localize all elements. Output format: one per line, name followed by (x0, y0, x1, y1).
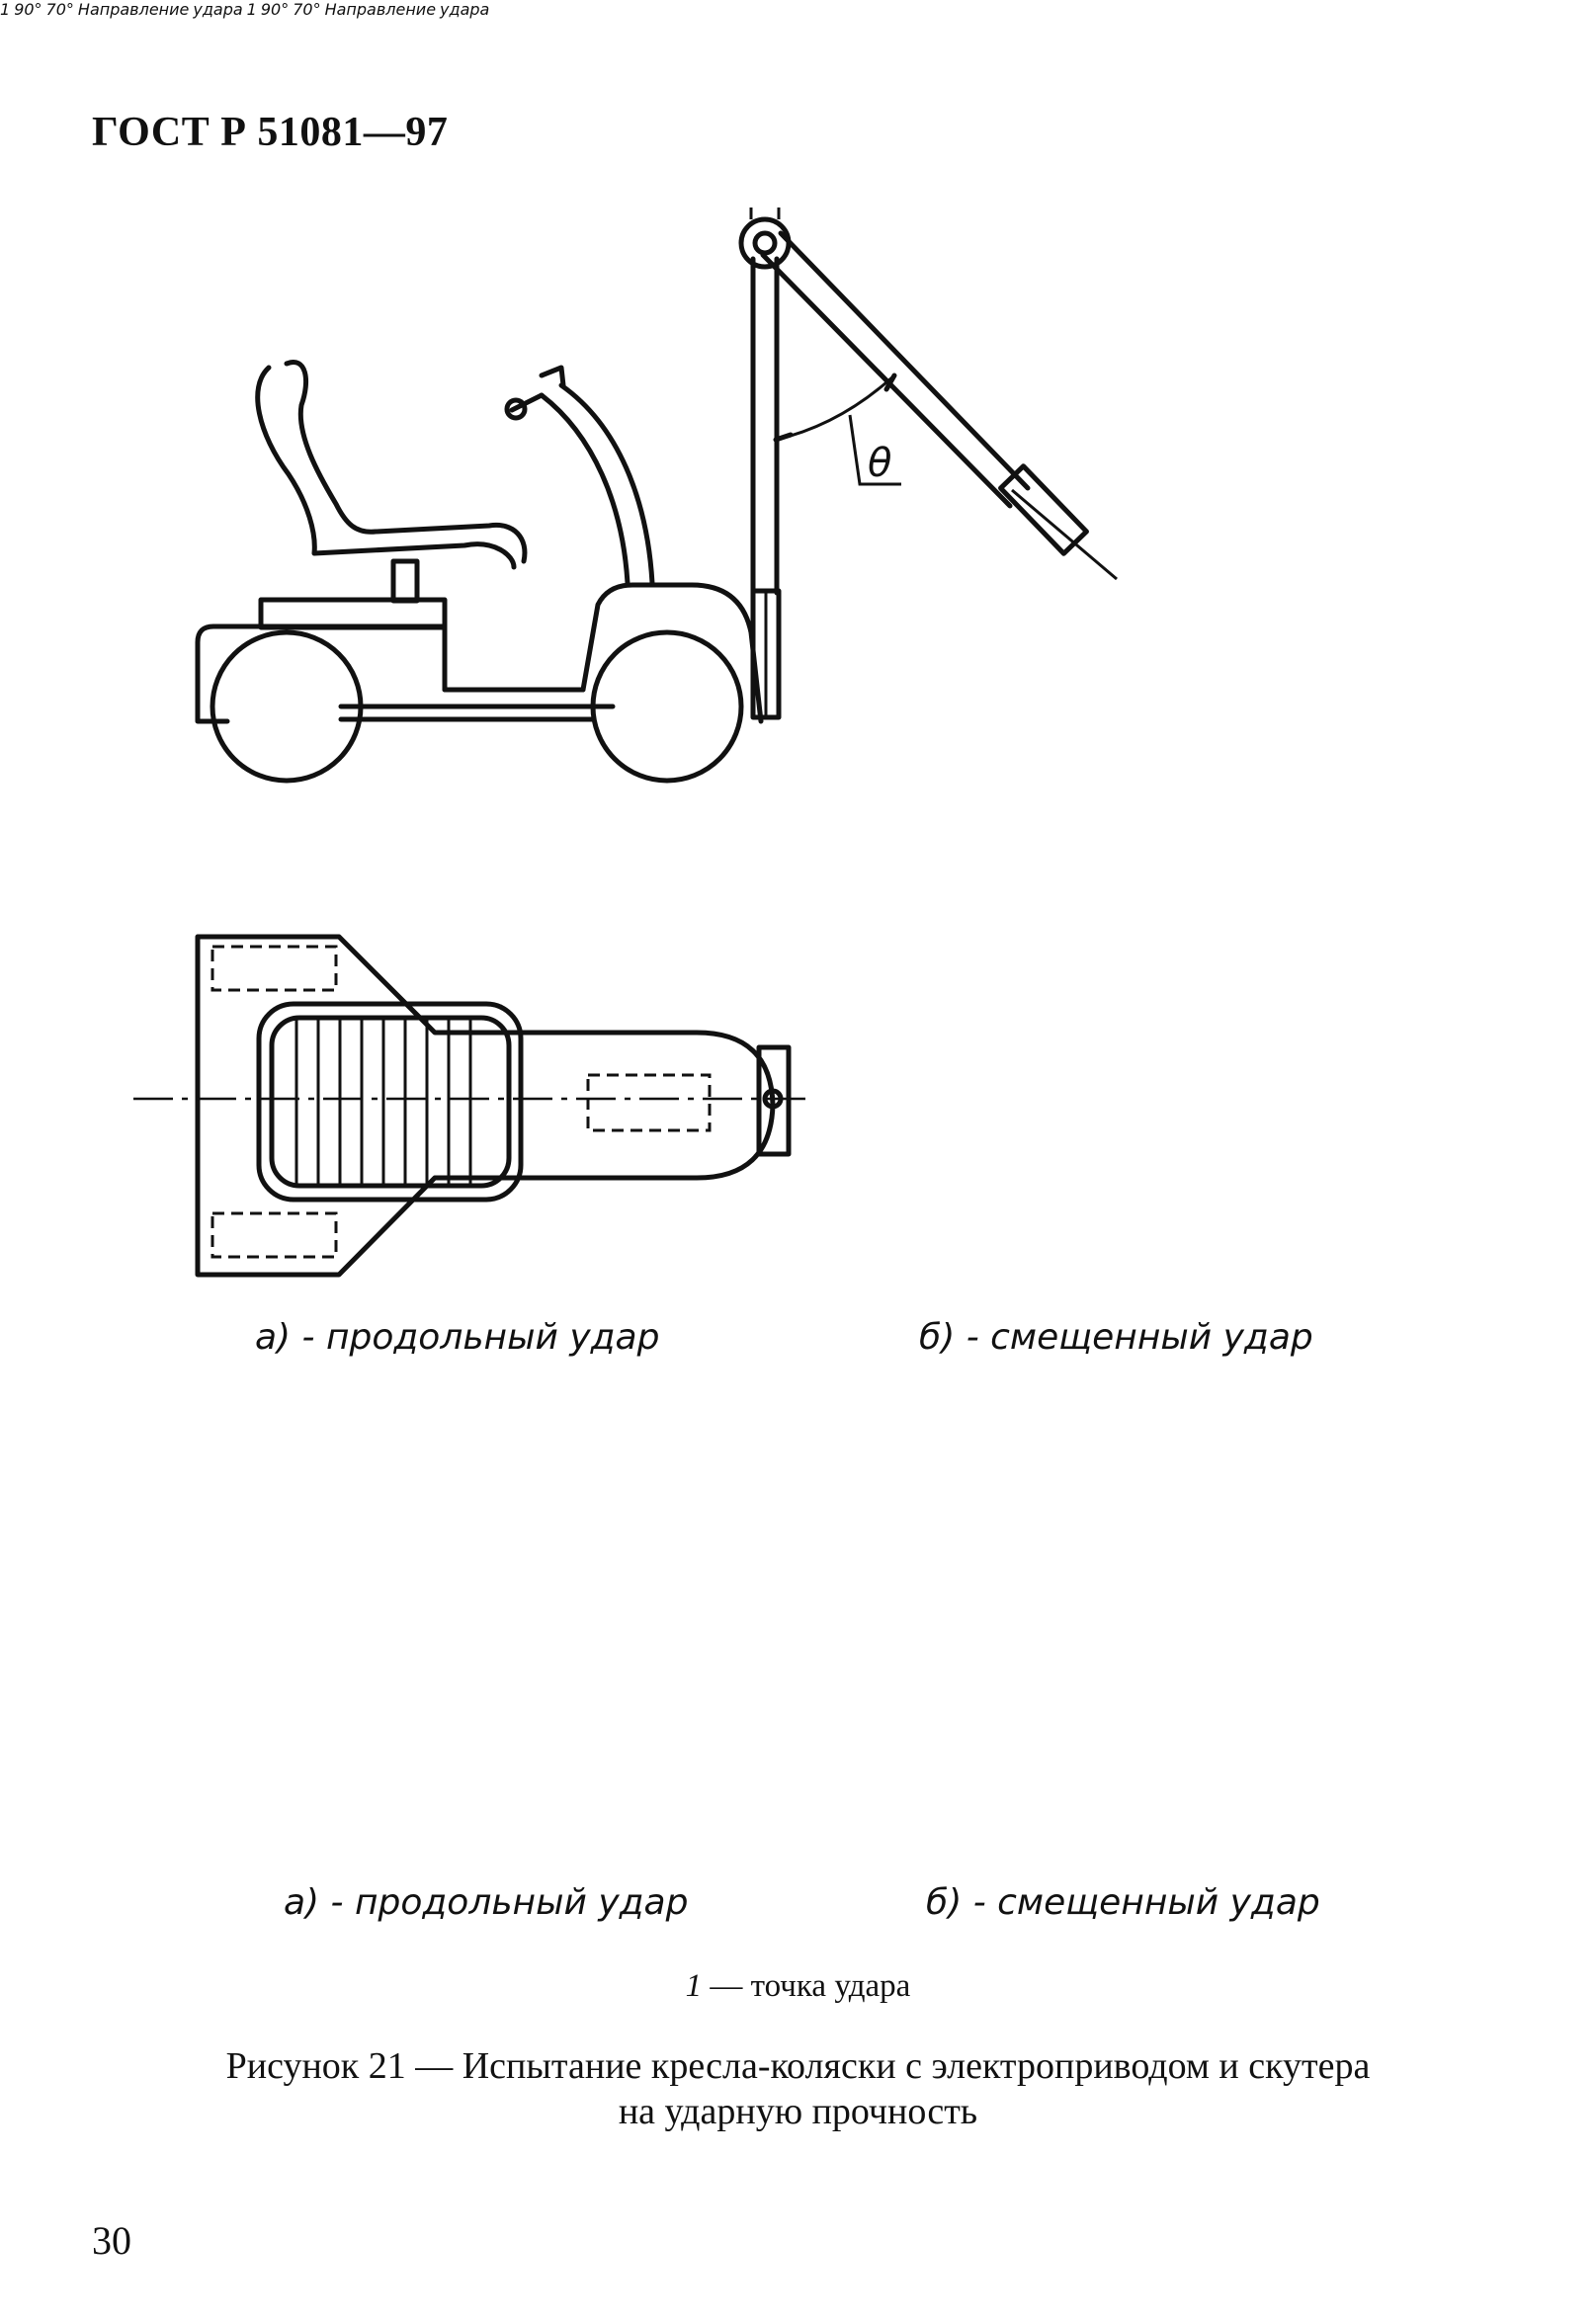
row1-angle-70-label: 70° (45, 0, 74, 19)
row2-impact-point-label: 1 (246, 0, 257, 19)
row1-angle-90-label: 90° (14, 0, 42, 19)
row2-angle-70-label: 70° (293, 0, 321, 19)
document-code: ГОСТ Р 51081—97 (92, 110, 449, 155)
figure-legend: 1 — точка удара (0, 1968, 1596, 2005)
figure-caption-line1: Рисунок 21 — Испытание кресла-коляски с … (225, 2045, 1371, 2087)
page-number: 30 (92, 2218, 131, 2263)
row2-angle-90-label: 90° (260, 0, 290, 19)
row2-direction-word2: удара (440, 0, 490, 19)
legend-number: 1 (685, 1968, 703, 2004)
row2-direction-word1: Направление (324, 0, 437, 19)
row1-caption-a: а) - продольный удар (255, 1317, 660, 1358)
scooter-side-view (195, 208, 1118, 784)
row1-direction-word1: Направление (77, 0, 190, 19)
row1-longitudinal-view (133, 934, 810, 1278)
row1-caption-b: б) - смещенный удар (919, 1317, 1313, 1358)
figure-caption-line2: на ударную прочность (618, 2091, 978, 2132)
row1-impact-point-label: 1 (0, 0, 11, 19)
row2-caption-a: а) - продольный удар (284, 1882, 689, 1923)
row1-direction-word2: удара (193, 0, 243, 19)
figure-caption: Рисунок 21 — Испытание кресла-коляски с … (0, 2043, 1596, 2134)
row2-caption-b: б) - смещенный удар (926, 1882, 1320, 1923)
legend-text: — точка удара (702, 1968, 911, 2004)
angle-theta-label: θ (868, 441, 891, 486)
